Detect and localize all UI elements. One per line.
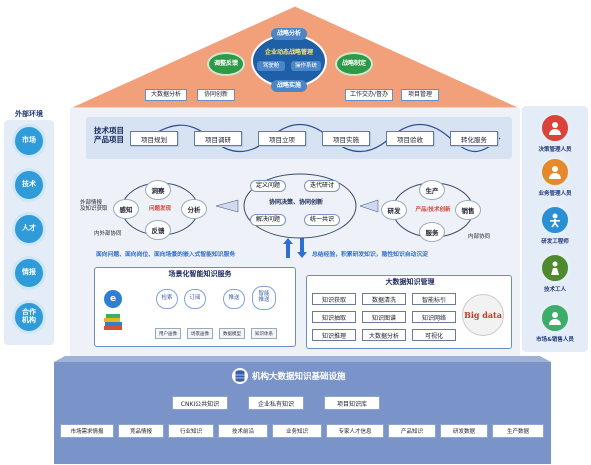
role-label-1: 业务管理人员 (538, 191, 572, 197)
manager-icon (539, 112, 571, 144)
infra-product: 产品知识 (388, 424, 436, 438)
engineer-icon (539, 204, 571, 236)
sales-person-icon (539, 302, 571, 334)
push-service: 推送 (223, 289, 245, 309)
search-service: 检索 (156, 289, 178, 309)
os-label: 操作系统 (291, 61, 321, 71)
role-label-4: 市场&销售人员 (536, 337, 574, 343)
infra-title: 机构大数据知识基础设施 (252, 372, 346, 382)
strategy-formulation-node: 战略制定 (335, 52, 373, 76)
database-icon (232, 368, 248, 384)
step-acceptance: 项目验收 (386, 131, 434, 146)
roof-box-bigdata: 大数据分析 (145, 89, 187, 101)
cycle-feedback: 反馈 (145, 220, 171, 240)
step-transfer: 转化服务 (450, 131, 498, 146)
cycle-production: 生产 (419, 180, 445, 200)
external-info-note: 外部情报 及知识获取 (80, 200, 108, 213)
roof-box-collab: 协同创新 (197, 89, 235, 101)
cycle-analyze: 分析 (181, 199, 207, 219)
service-panel-title: 场景化智能知识服务 (168, 270, 232, 278)
internal-collab-note: 内部协同 (468, 234, 491, 240)
step-implementation: 项目实施 (322, 131, 370, 146)
cycle-rnd: 研发 (381, 200, 407, 220)
strategy-diagram: 战略分析 企业动态战略管理 驾驶舱 操作系统 战略实施 调整反馈 战略制定 (207, 28, 373, 98)
infra-production-data: 生产数据 (492, 424, 544, 438)
experience-text: 总结经验，积累研发知识，隐性知识自动沉淀 (312, 252, 428, 258)
km-acquire: 知识获取 (312, 293, 356, 305)
role-label-0: 决策管理人员 (538, 147, 572, 153)
infra-experts: 专家人才信息 (326, 424, 384, 438)
infra-rnd-data: 研发数据 (440, 424, 488, 438)
cockpit-label: 驾驶舱 (257, 61, 285, 71)
internal-external-note: 内外部协同 (94, 231, 122, 237)
embedded-service-text: 面向问题、面向岗位、面向场景的嵌入式智能知识服务 (96, 252, 236, 258)
private-knowledge: 企业私有知识 (248, 396, 304, 410)
km-graph: 知识图谱 (362, 311, 406, 323)
innovation-label: 产品/技术创新 (415, 207, 451, 213)
problem-discovery-label: 问题发现 (148, 206, 171, 212)
km-visual: 可视化 (412, 329, 456, 341)
km-reasoning: 知识推理 (312, 329, 356, 341)
km-analysis: 大数据分析 (362, 329, 406, 341)
roof-box-tasks: 工作交办/督办 (345, 89, 393, 101)
role-label-2: 研发工程师 (541, 239, 569, 245)
infra-competitor: 竞品情报 (118, 424, 164, 438)
user-profile-box: 用户画像 (155, 328, 181, 339)
infra-tech-frontier: 技术前沿 (218, 424, 268, 438)
role-label-3: 技术工人 (543, 287, 566, 293)
step-approval: 项目立项 (258, 131, 306, 146)
worker-icon (539, 252, 571, 284)
km-panel-title: 大数据知识管理 (385, 278, 435, 286)
cycle-insight: 洞察 (145, 180, 171, 200)
subscribe-service: 订阅 (184, 289, 206, 309)
km-extract: 知识抽取 (312, 311, 356, 323)
strategy-title: 企业动态战略管理 (264, 48, 313, 56)
infra-industry: 行业知识 (168, 424, 214, 438)
infra-market-intel: 市场需求情报 (60, 424, 114, 438)
strategy-implementation-label: 战略实施 (271, 80, 307, 92)
cycle-sales: 销售 (455, 200, 481, 220)
reach-consensus: 统一共识 (304, 214, 340, 226)
collab-decision-label: 协同决策、协同创新 (268, 199, 323, 206)
data-model-box: 数据模型 (219, 328, 245, 339)
adjust-feedback-node: 调整反馈 (207, 52, 245, 76)
step-planning: 项目规划 (130, 131, 178, 146)
scene-profile-box: 场景画像 (187, 328, 213, 339)
step-research: 项目调研 (194, 131, 242, 146)
smart-push-service: 智能 推送 (252, 286, 276, 310)
browser-icon: e (104, 290, 122, 308)
solve-problem: 解决问题 (250, 214, 286, 226)
knowledge-system-box: 知识体系 (251, 328, 277, 339)
roof-box-project: 项目管理 (401, 89, 439, 101)
env-partner: 合作 机构 (12, 300, 46, 334)
env-talent: 人才 (12, 212, 46, 246)
env-intelligence: 情报 (12, 256, 46, 290)
cnki-knowledge: CNKI公共知识 (172, 396, 228, 410)
km-cleaning: 数据清洗 (362, 293, 406, 305)
env-market: 市场 (12, 124, 46, 158)
km-network: 知识网络 (412, 311, 456, 323)
project-kb: 项目知识库 (324, 396, 380, 410)
infra-business: 业务知识 (272, 424, 322, 438)
books-icon (102, 314, 126, 334)
external-env-title: 外部环境 (15, 110, 43, 118)
env-technology: 技术 (12, 168, 46, 202)
business-person-icon (539, 156, 571, 188)
strategy-analysis-label: 战略分析 (271, 28, 307, 40)
cycle-perceive: 感知 (113, 199, 139, 219)
project-row-label: 技术项目 产品项目 (94, 126, 124, 144)
cycle-service: 服务 (419, 222, 445, 242)
define-problem: 定义问题 (250, 180, 286, 192)
km-indexing: 智能标引 (412, 293, 456, 305)
iterate-discuss: 迭代研讨 (304, 180, 340, 192)
bigdata-art: Big data (462, 294, 504, 336)
